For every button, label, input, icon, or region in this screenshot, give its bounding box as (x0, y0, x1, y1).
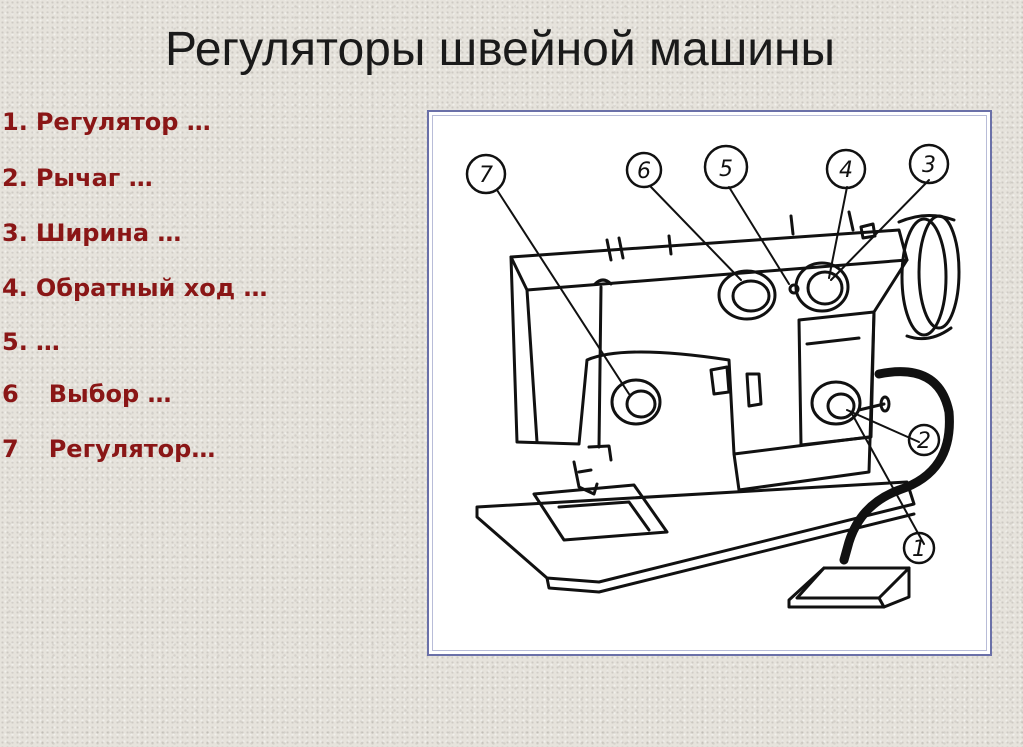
callout-3: 3 (908, 143, 950, 185)
list-item: 5. … (2, 328, 60, 356)
dial-stitch (810, 380, 891, 426)
dial-5 (788, 283, 800, 295)
list-item: 2.Рычаг … (2, 164, 153, 192)
svg-text:1: 1 (912, 537, 926, 562)
needle-assembly (572, 278, 613, 496)
diagram-panel: 7 6 5 4 3 2 1 (427, 110, 992, 656)
callout-1: 1 (902, 531, 936, 565)
slide-title: Регуляторы швейной машины (164, 23, 836, 76)
callout-2: 2 (907, 423, 941, 457)
item-text: Обратный ход … (35, 274, 268, 302)
list-item: 4.Обратный ход … (2, 274, 267, 302)
item-text: Регулятор … (35, 108, 211, 136)
dial-4 (794, 261, 850, 313)
item-number: 7 (2, 435, 19, 463)
sewing-machine-diagram: 7 6 5 4 3 2 1 (465, 143, 961, 609)
svg-text:2: 2 (917, 429, 931, 454)
machine-body (509, 228, 909, 492)
svg-text:5: 5 (719, 157, 733, 182)
item-text: Рычаг … (35, 164, 153, 192)
list-item: 7 Регулятор… (2, 435, 215, 463)
callout-7: 7 (465, 153, 507, 195)
item-number: 2. (2, 164, 28, 192)
dial-6 (717, 269, 777, 321)
item-number: 5. (2, 328, 28, 356)
svg-text:4: 4 (839, 158, 853, 183)
dial-7 (610, 378, 662, 426)
leader-lines (496, 179, 930, 545)
power-cord (839, 367, 954, 565)
list-item: 3.Ширина … (2, 219, 181, 247)
machine-base (475, 480, 916, 594)
callout-4: 4 (825, 148, 867, 190)
item-text: Регулятор… (48, 435, 216, 463)
foot-pedal (787, 566, 911, 609)
item-number: 3. (2, 219, 28, 247)
svg-text:7: 7 (479, 163, 493, 188)
item-text: … (35, 328, 60, 356)
svg-text:6: 6 (637, 159, 651, 184)
item-text: Ширина … (35, 219, 182, 247)
list-item: 1.Регулятор … (2, 108, 211, 136)
callout-5: 5 (703, 144, 749, 190)
item-number: 1. (2, 108, 28, 136)
handwheel (897, 214, 961, 341)
list-item: 6 Выбор … (2, 380, 171, 408)
callout-6: 6 (625, 151, 663, 189)
item-text: Выбор … (48, 380, 172, 408)
svg-text:3: 3 (922, 153, 936, 178)
item-number: 4. (2, 274, 28, 302)
item-number: 6 (2, 380, 19, 408)
thread-guides (605, 210, 877, 262)
